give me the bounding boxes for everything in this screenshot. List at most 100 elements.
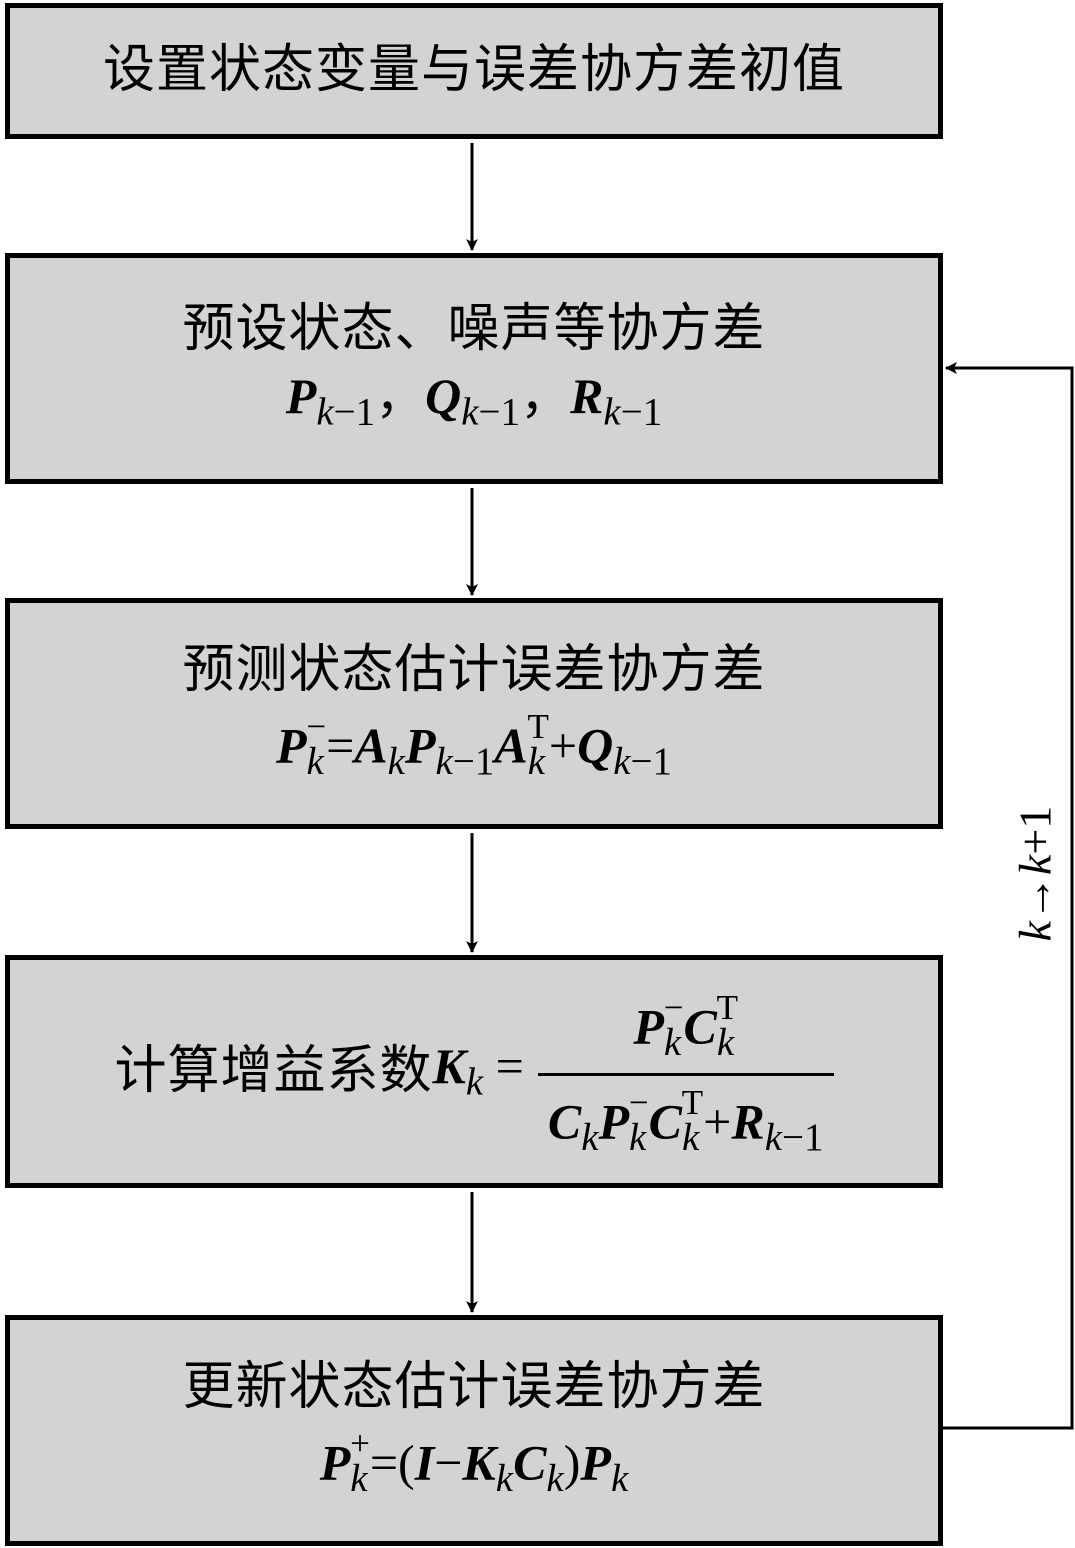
- subscript-k: k: [306, 740, 324, 784]
- subscript-k: k: [527, 740, 545, 784]
- subscript: k: [546, 1458, 563, 1501]
- variable-A: A: [354, 717, 388, 774]
- denominator: CkPk−CkT+Rk−1: [537, 1073, 834, 1162]
- superscript: −: [628, 1083, 649, 1122]
- subscript: k−1: [613, 741, 672, 784]
- subscript-k: k: [610, 1457, 629, 1501]
- subscript-offset: −1: [478, 390, 521, 434]
- superscript: +: [350, 1424, 370, 1464]
- subscript-offset: −1: [333, 390, 376, 434]
- box-title: 预设状态、噪声等协方差: [182, 299, 766, 360]
- subscript: k−1: [461, 391, 520, 434]
- variable-A: A: [494, 717, 528, 774]
- variable-K: K: [432, 1038, 466, 1095]
- variable-K: K: [462, 1434, 496, 1491]
- box-title: 预测状态估计误差协方差: [182, 639, 766, 700]
- subscript-k: k: [613, 740, 631, 784]
- box-gain: 计算增益系数 Kk = Pk−CkT CkPk−CkT+Rk−1: [5, 955, 943, 1188]
- subscript-k: k: [435, 740, 453, 784]
- superscript: −: [306, 707, 327, 747]
- subscript-k: k: [316, 390, 334, 434]
- formula: Pk−1，Qk−1，Rk−1: [286, 366, 662, 436]
- subscript-offset: −1: [452, 740, 495, 784]
- variable-P: P: [598, 1093, 630, 1150]
- loop-label: k→k+1: [1009, 806, 1062, 942]
- subscript: k: [466, 1061, 483, 1104]
- formula: Pk−=AkPk−1AkT+Qk−1: [276, 706, 672, 786]
- variable-C: C: [513, 1434, 547, 1491]
- operator: =: [326, 717, 355, 774]
- loop-k-next: k: [1009, 854, 1061, 876]
- subscript-offset: −1: [630, 740, 673, 784]
- subscript: k−1: [316, 391, 375, 434]
- variable-C: C: [648, 1093, 682, 1150]
- operator: ，: [520, 368, 571, 425]
- variable-C: C: [547, 1093, 582, 1150]
- subscript: k: [388, 741, 405, 784]
- fraction: Pk−CkT CkPk−CkT+Rk−1: [537, 987, 834, 1162]
- subscript: k−1: [436, 741, 495, 784]
- subscript-k: k: [716, 1021, 735, 1065]
- subscript-offset: −1: [620, 390, 663, 434]
- variable-Q: Q: [425, 368, 462, 425]
- operator: =: [483, 1038, 524, 1095]
- subscript-k: k: [495, 1457, 514, 1501]
- variable-P: P: [275, 717, 307, 774]
- variable-P: P: [319, 1434, 351, 1491]
- superscript: T: [681, 1083, 704, 1122]
- operator: =(: [369, 1434, 415, 1491]
- variable-C: C: [683, 998, 717, 1055]
- box-title: 更新状态估计误差协方差: [182, 1356, 766, 1417]
- subscript: k: [664, 1021, 681, 1064]
- operator: ): [563, 1434, 581, 1491]
- subscript-k: k: [461, 390, 479, 434]
- subscript: k: [717, 1021, 734, 1064]
- subscript-k: k: [387, 740, 405, 784]
- variable-P: P: [580, 1434, 611, 1491]
- superscript: T: [716, 988, 739, 1028]
- variable-P: P: [285, 368, 317, 425]
- subscript-offset: −1: [782, 1116, 824, 1160]
- subscript: k−1: [765, 1116, 824, 1159]
- formula: Pk+=(I−KkCk)Pk: [320, 1423, 629, 1503]
- box-preset: 预设状态、噪声等协方差 Pk−1，Qk−1，Rk−1: [5, 253, 943, 484]
- operator: −: [434, 1434, 463, 1491]
- feedback-loop-arrow: [943, 362, 1074, 1430]
- subscript: k: [307, 741, 324, 784]
- box-title: 设置状态变量与误差协方差初值: [102, 40, 845, 101]
- subscript-k: k: [681, 1116, 700, 1160]
- loop-k: k: [1009, 921, 1061, 942]
- loop-plus-one: +1: [1009, 805, 1061, 855]
- superscript: −: [663, 988, 684, 1028]
- variable-P: P: [633, 998, 664, 1055]
- subscript: k: [581, 1116, 598, 1159]
- variable-R: R: [570, 368, 604, 425]
- loop-arrow: →: [1009, 875, 1061, 922]
- variable-Q: Q: [577, 717, 614, 774]
- subscript: k: [528, 741, 545, 784]
- subscript-k: k: [581, 1116, 599, 1160]
- formula-lhs: Kk =: [432, 1036, 523, 1106]
- subscript-k: k: [546, 1457, 564, 1501]
- subscript-k: k: [350, 1457, 368, 1501]
- subscript: k: [350, 1458, 367, 1501]
- subscript-k: k: [629, 1116, 647, 1160]
- superscript: T: [527, 707, 549, 747]
- variable-P: P: [404, 717, 436, 774]
- box-update: 更新状态估计误差协方差 Pk+=(I−KkCk)Pk: [5, 1315, 943, 1546]
- subscript-k: k: [465, 1060, 484, 1104]
- operator: ，: [375, 368, 426, 425]
- subscript: k: [496, 1458, 513, 1501]
- box-title: 计算增益系数: [114, 1040, 433, 1101]
- subscript: k: [611, 1458, 628, 1501]
- subscript-k: k: [764, 1116, 783, 1160]
- subscript-k: k: [663, 1021, 682, 1065]
- operator: +: [548, 717, 578, 774]
- box-predict: 预测状态估计误差协方差 Pk−=AkPk−1AkT+Qk−1: [5, 598, 943, 829]
- numerator: Pk−CkT: [613, 987, 758, 1073]
- subscript-k: k: [603, 390, 621, 434]
- variable-I: I: [414, 1434, 435, 1491]
- subscript: k: [682, 1116, 699, 1159]
- variable-R: R: [731, 1093, 765, 1150]
